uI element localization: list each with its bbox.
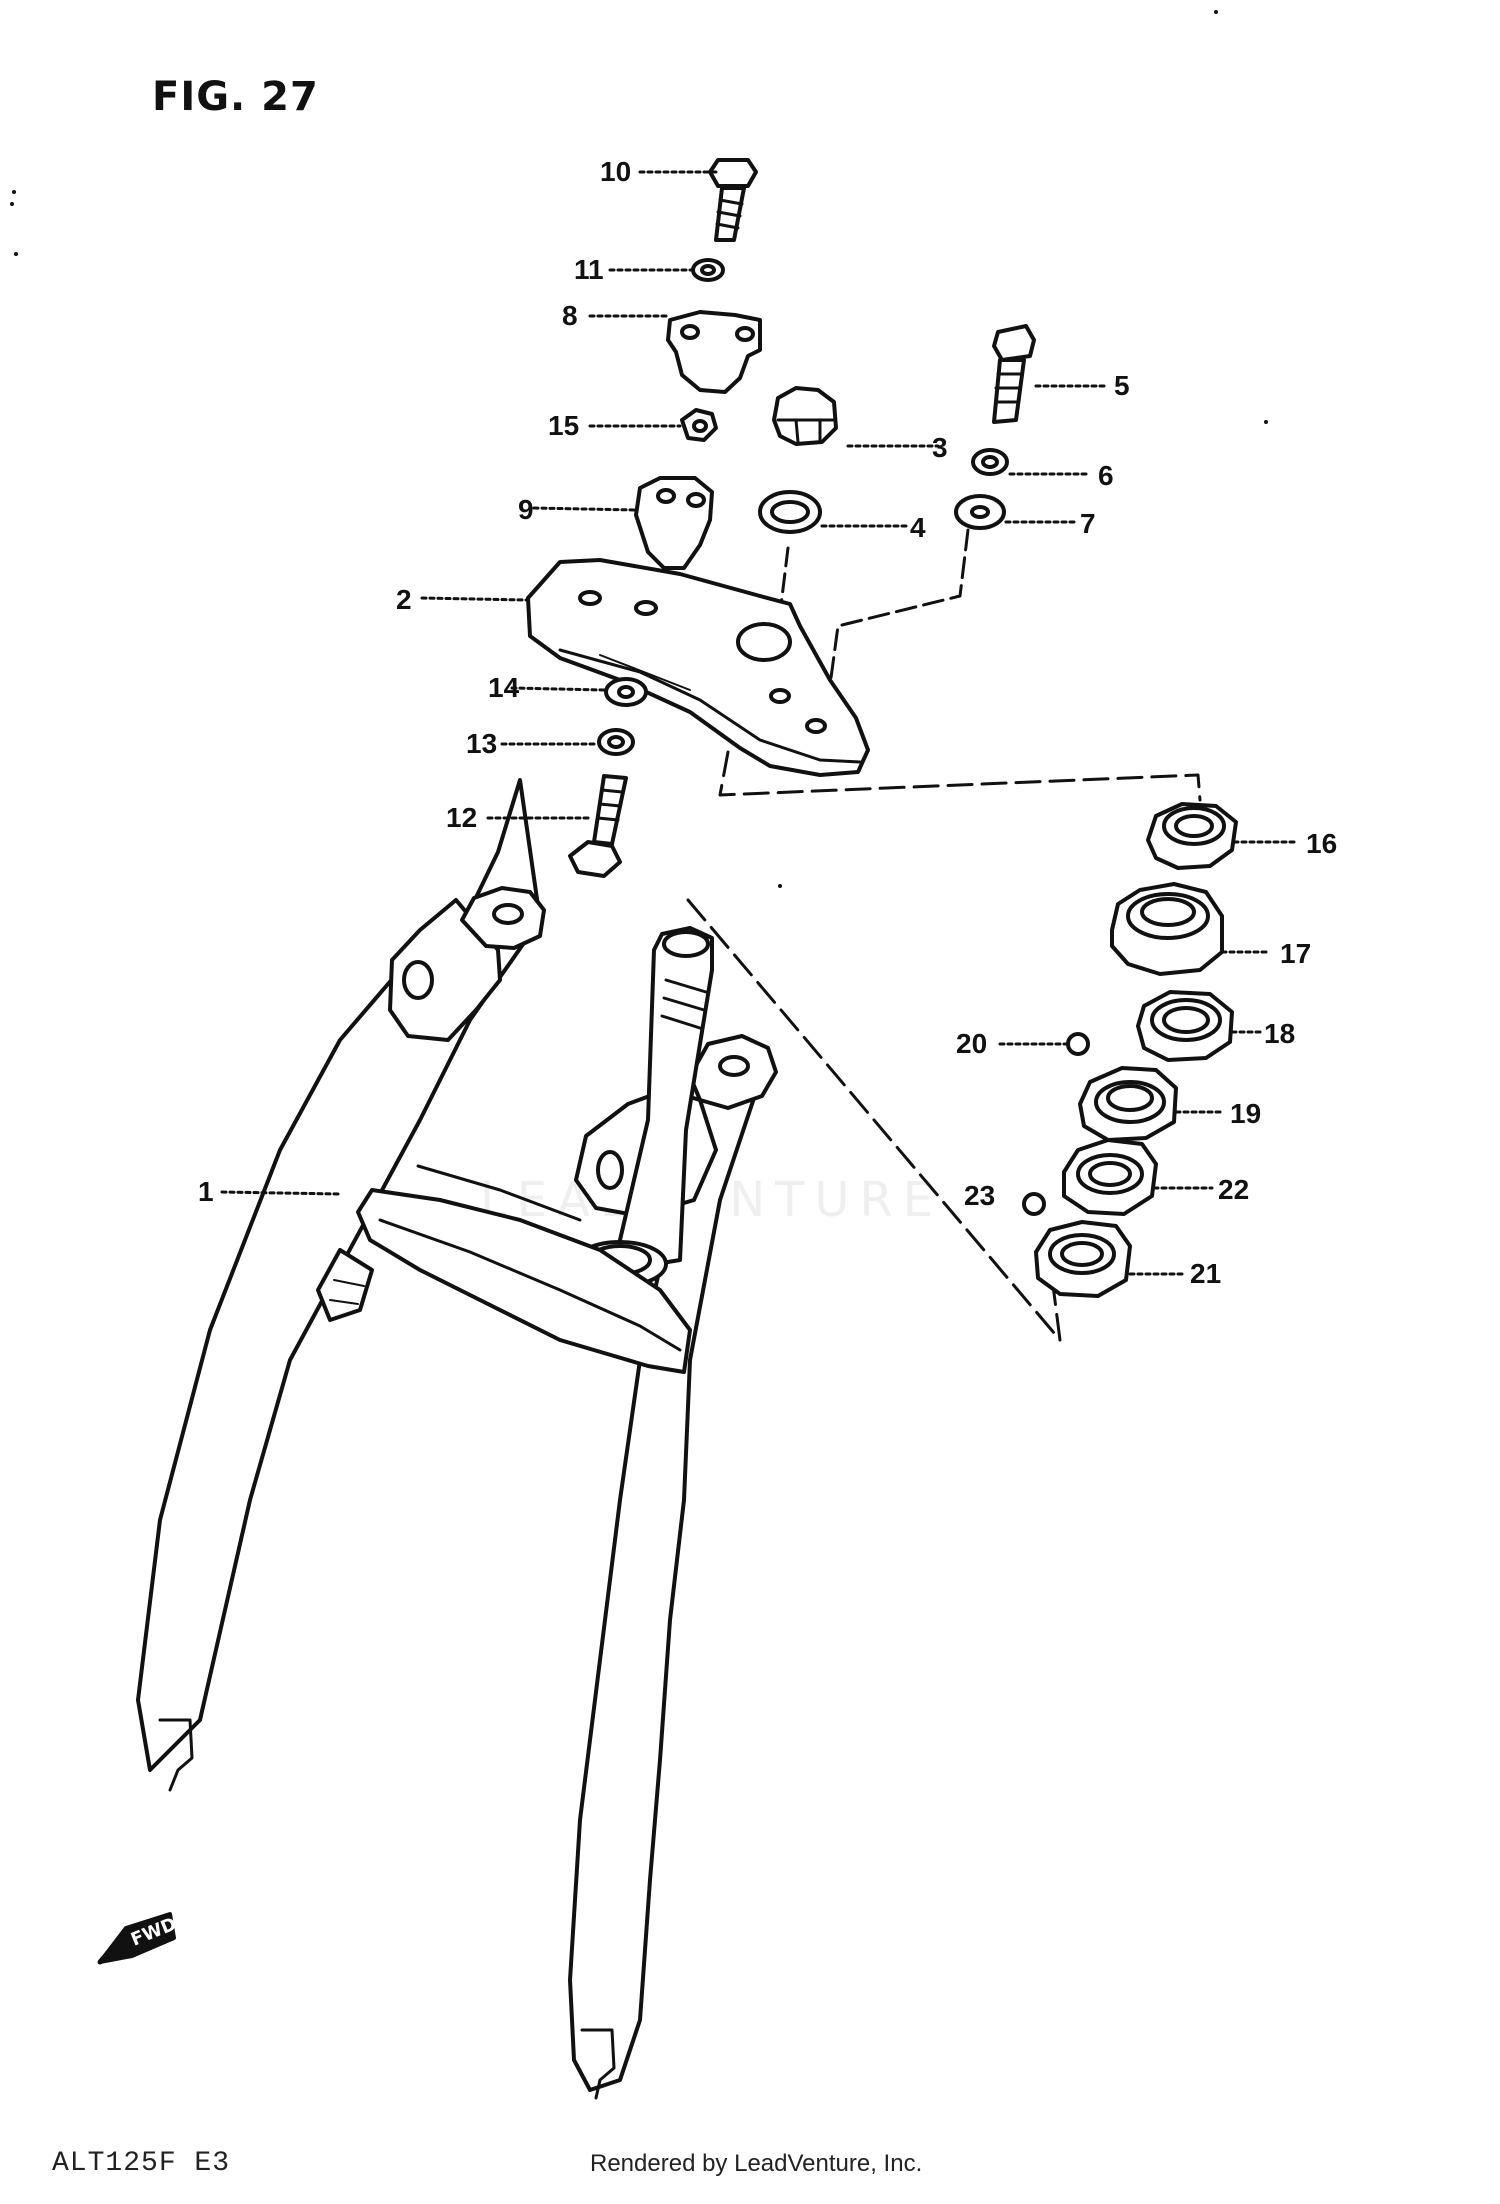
part-1-fork-frame xyxy=(136,778,778,2100)
callout-8: 8 xyxy=(562,300,578,331)
part-23-ball xyxy=(1022,1192,1046,1216)
callout-11: 11 xyxy=(574,254,604,285)
callout-5: 5 xyxy=(1114,370,1130,401)
render-credit: Rendered by LeadVenture, Inc. xyxy=(590,2150,923,2177)
callout-21: 21 xyxy=(1190,1258,1222,1289)
figure-title: FIG. 27 xyxy=(152,74,319,120)
callout-13: 13 xyxy=(466,728,498,759)
scan-specks xyxy=(10,10,1268,888)
callout-4: 4 xyxy=(910,512,926,543)
part-8-clamp-upper xyxy=(666,310,762,394)
part-4-washer xyxy=(758,490,822,534)
fwd-arrow-icon xyxy=(97,1912,176,1965)
model-code: ALT125F E3 xyxy=(52,2148,231,2179)
part-17-cover xyxy=(1110,882,1224,976)
callout-12: 12 xyxy=(446,802,478,833)
part-7-washer xyxy=(954,494,1006,530)
part-12-bolt xyxy=(568,774,628,878)
part-22-race xyxy=(1062,1138,1158,1216)
part-2-steering-bracket xyxy=(526,558,870,777)
part-10-bolt xyxy=(708,158,758,242)
callout-23: 23 xyxy=(964,1180,996,1211)
callout-17: 17 xyxy=(1280,938,1312,969)
callout-9: 9 xyxy=(518,494,534,525)
part-9-clamp-lower xyxy=(634,476,714,570)
part-11-washer xyxy=(691,258,725,282)
callout-19: 19 xyxy=(1230,1098,1262,1129)
part-6-washer xyxy=(971,448,1009,476)
part-20-ball xyxy=(1066,1032,1090,1056)
part-15-nut xyxy=(680,408,718,442)
part-3-cap-nut xyxy=(772,386,838,446)
callout-6: 6 xyxy=(1098,460,1114,491)
part-19-race xyxy=(1078,1066,1178,1142)
callout-3: 3 xyxy=(932,432,948,463)
callout-2: 2 xyxy=(396,584,412,615)
part-18-race xyxy=(1136,990,1234,1062)
callout-14: 14 xyxy=(488,672,520,703)
callout-1: 1 xyxy=(198,1176,214,1207)
callout-18: 18 xyxy=(1264,1018,1296,1049)
callout-10: 10 xyxy=(600,156,632,187)
callout-16: 16 xyxy=(1306,828,1338,859)
part-5-bolt xyxy=(992,324,1036,424)
part-13-washer xyxy=(597,728,635,756)
leader-lines xyxy=(220,170,1300,1276)
callout-22: 22 xyxy=(1218,1174,1250,1205)
part-14-washer xyxy=(604,677,648,707)
callout-20: 20 xyxy=(956,1028,988,1059)
callout-15: 15 xyxy=(548,410,580,441)
part-16-lock-nut xyxy=(1146,802,1238,870)
part-21-seal xyxy=(1034,1220,1132,1298)
callout-7: 7 xyxy=(1080,508,1096,539)
